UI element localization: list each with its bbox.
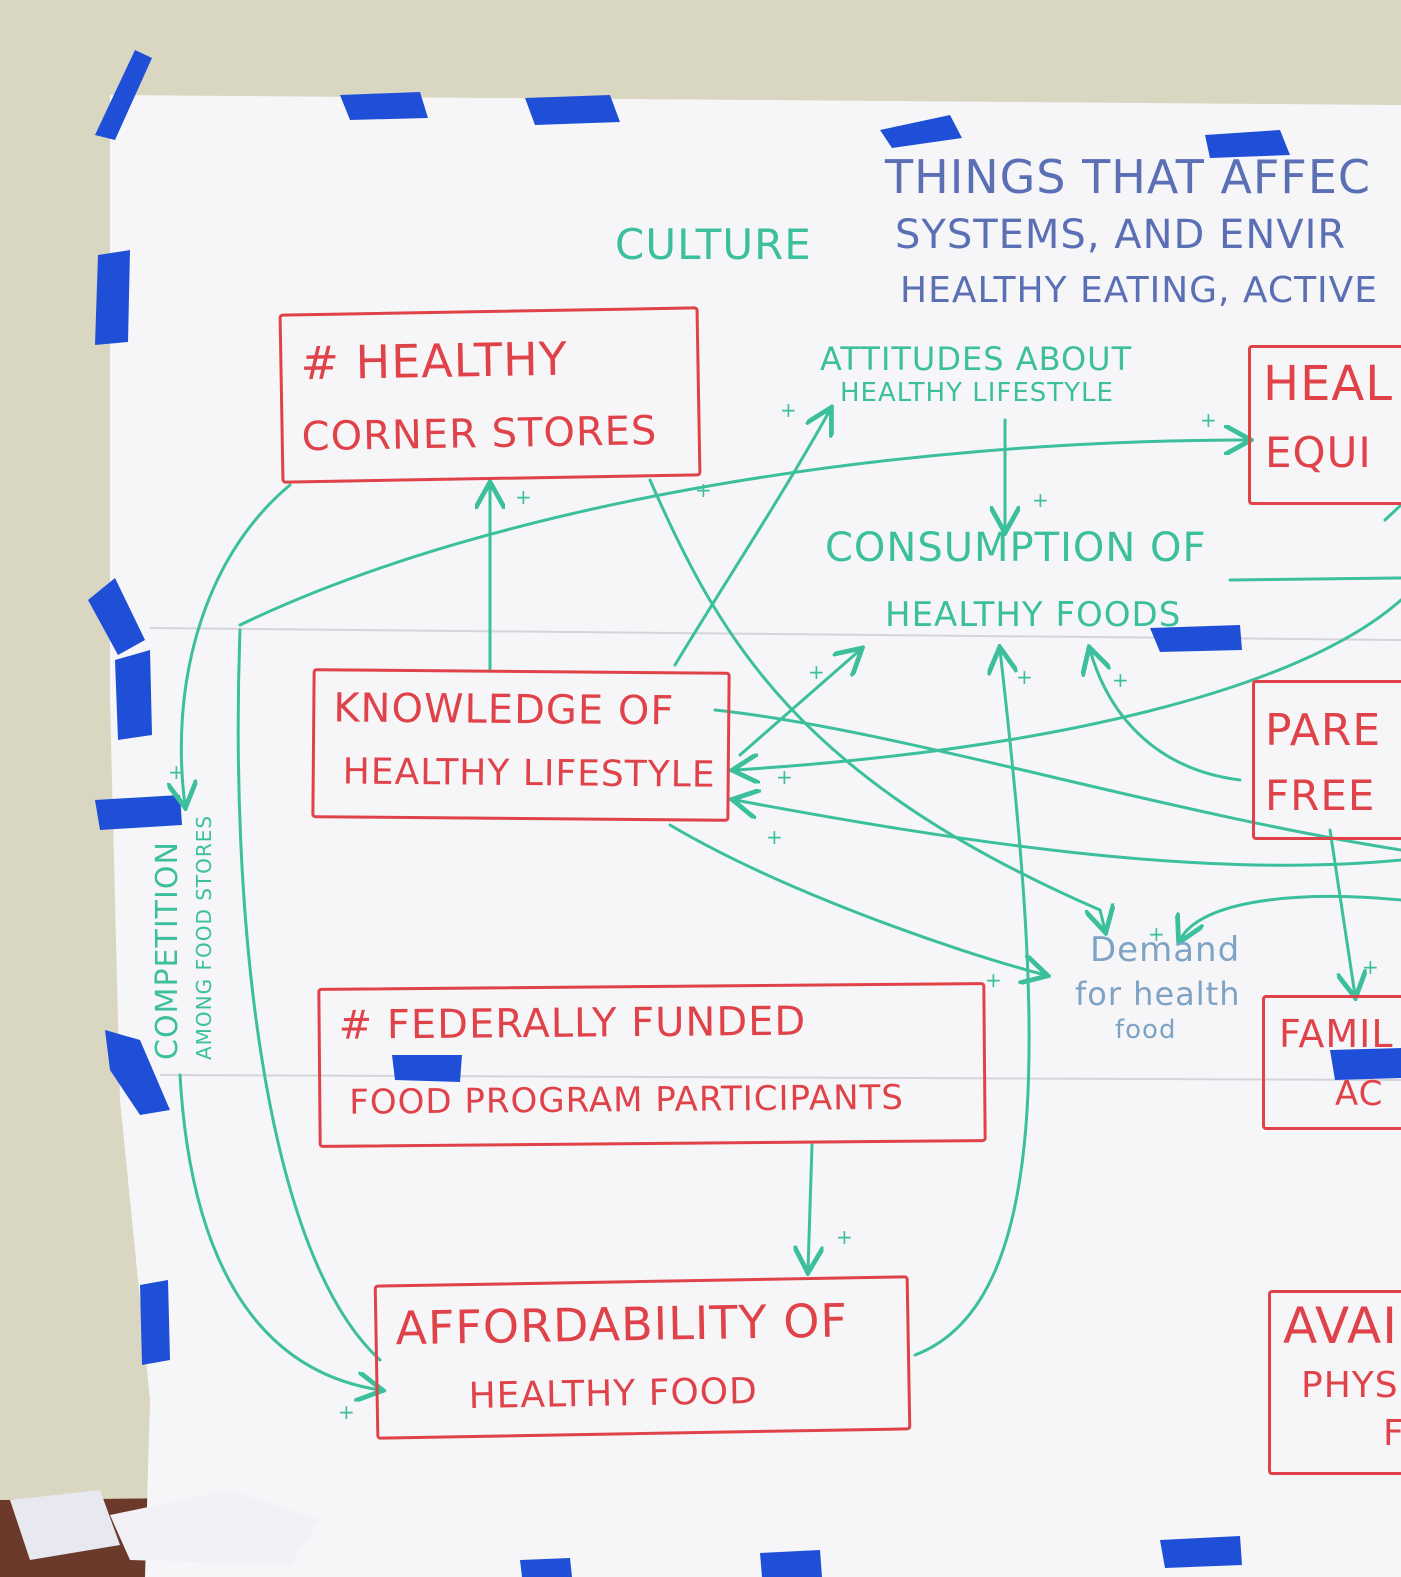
link-sign: + [168, 760, 185, 784]
factor-competition-line-1: COMPETITION [150, 841, 185, 1060]
arrow-knowledge-to-demand [668, 823, 1045, 975]
arrow-federal-to-affordability [808, 1143, 812, 1270]
factor-demand-line-2: for health [1075, 975, 1241, 1013]
factor-consumption-line-1: CONSUMPTION OF [825, 525, 1207, 571]
factor-demand-line-1: Demand [1090, 930, 1241, 970]
loose-paper [10, 1490, 120, 1560]
box-family-activity: FAMIL AC [1262, 995, 1401, 1130]
factor-competition-line-2: AMONG FOOD STORES [192, 814, 216, 1060]
box-family-line-1: FAMIL [1279, 1012, 1394, 1056]
arrow-corner-stores-to-competition [181, 483, 292, 805]
arrow-demand-to-corner-stores [648, 478, 1105, 930]
factor-attitudes-line-2: HEALTHY LIFESTYLE [840, 378, 1114, 408]
box-knowledge-line-1: KNOWLEDGE OF [333, 685, 675, 735]
link-sign: + [1112, 668, 1129, 692]
causal-links [180, 410, 1401, 1390]
link-sign: + [1032, 488, 1049, 512]
arrow-right-to-knowledge [735, 598, 1401, 770]
box-affordability-healthy-food: AFFORDABILITY OF HEALTHY FOOD [373, 1275, 912, 1440]
paper-sheet [110, 95, 1401, 1577]
arrow-affordability-to-consumption [913, 650, 1031, 1357]
factor-demand-line-3: food [1115, 1015, 1177, 1045]
title-line-1: THINGS THAT AFFEC [885, 150, 1372, 204]
box-health-equity-line-2: EQUI [1265, 428, 1372, 477]
title-line-2: SYSTEMS, AND ENVIR [895, 212, 1347, 258]
box-knowledge-line-2: HEALTHY LIFESTYLE [342, 751, 716, 796]
arrow-competition-to-affordability [178, 1073, 380, 1390]
box-availability-line-2: PHYS [1301, 1365, 1399, 1406]
arrow-right-to-demand [1180, 894, 1401, 940]
box-healthy-corner-stores: # HEALTHY CORNER STORES [278, 306, 702, 484]
box-federal-line-1: # FEDERALLY FUNDED [338, 998, 807, 1049]
arrow-parent-to-family [1328, 828, 1355, 995]
box-knowledge-healthy-lifestyle: KNOWLEDGE OF HEALTHY LIFESTYLE [311, 668, 731, 822]
link-sign: + [1016, 665, 1033, 689]
box-availability-line-1: AVAI [1283, 1297, 1398, 1355]
link-sign: + [1148, 922, 1165, 946]
arrow-to-health-equity [238, 440, 1248, 627]
link-sign: + [695, 478, 712, 502]
link-sign: + [808, 660, 825, 684]
box-federally-funded-participants: # FEDERALLY FUNDED FOOD PROGRAM PARTICIP… [317, 982, 987, 1148]
link-sign: + [515, 485, 532, 509]
box-parent-free: PARE FREE [1252, 680, 1401, 840]
box-family-line-2: AC [1335, 1074, 1384, 1114]
box-affordability-line-1: AFFORDABILITY OF [394, 1293, 849, 1356]
link-sign: + [338, 1400, 355, 1424]
box-federal-line-2: FOOD PROGRAM PARTICIPANTS [349, 1077, 905, 1123]
link-sign: + [766, 825, 783, 849]
loose-paper [110, 1490, 320, 1565]
link-sign: + [776, 765, 793, 789]
box-availability-line-3: F [1383, 1413, 1401, 1454]
arrow-knowledge-to-consumption [738, 650, 860, 757]
factor-consumption-line-2: HEALTHY FOODS [885, 595, 1182, 635]
box-health-equity: HEAL EQUI [1248, 345, 1401, 505]
link-sign: + [1200, 408, 1217, 432]
title-line-3: HEALTHY EATING, ACTIVE [900, 270, 1379, 311]
arrow-right-to-knowledge-2 [735, 800, 1401, 867]
factor-culture: CULTURE [615, 220, 812, 269]
link-sign: + [836, 1225, 853, 1249]
tape-pieces [88, 50, 1401, 1577]
paper-fold [159, 1074, 1401, 1081]
box-corner-stores-line-2: CORNER STORES [301, 408, 658, 461]
link-sign: + [780, 398, 797, 422]
box-corner-stores-line-1: # HEALTHY [299, 331, 569, 391]
box-affordability-line-2: HEALTHY FOOD [468, 1370, 759, 1418]
arrow-parent-to-consumption [1090, 650, 1242, 782]
arrow-knowledge-to-attitudes [673, 410, 830, 667]
link-sign: + [1362, 955, 1379, 979]
arrow-affordability-loop [236, 628, 382, 1362]
box-parent-line-1: PARE [1265, 705, 1382, 756]
link-sign: + [985, 968, 1002, 992]
arrow-knowledge-to-right [713, 708, 1401, 852]
arrow-consumption-right [1228, 576, 1401, 582]
box-availability-physical: AVAI PHYS F [1268, 1290, 1401, 1475]
factor-attitudes-line-1: ATTITUDES ABOUT [820, 340, 1133, 378]
box-parent-line-2: FREE [1265, 771, 1376, 820]
box-health-equity-line-1: HEAL [1263, 356, 1393, 412]
